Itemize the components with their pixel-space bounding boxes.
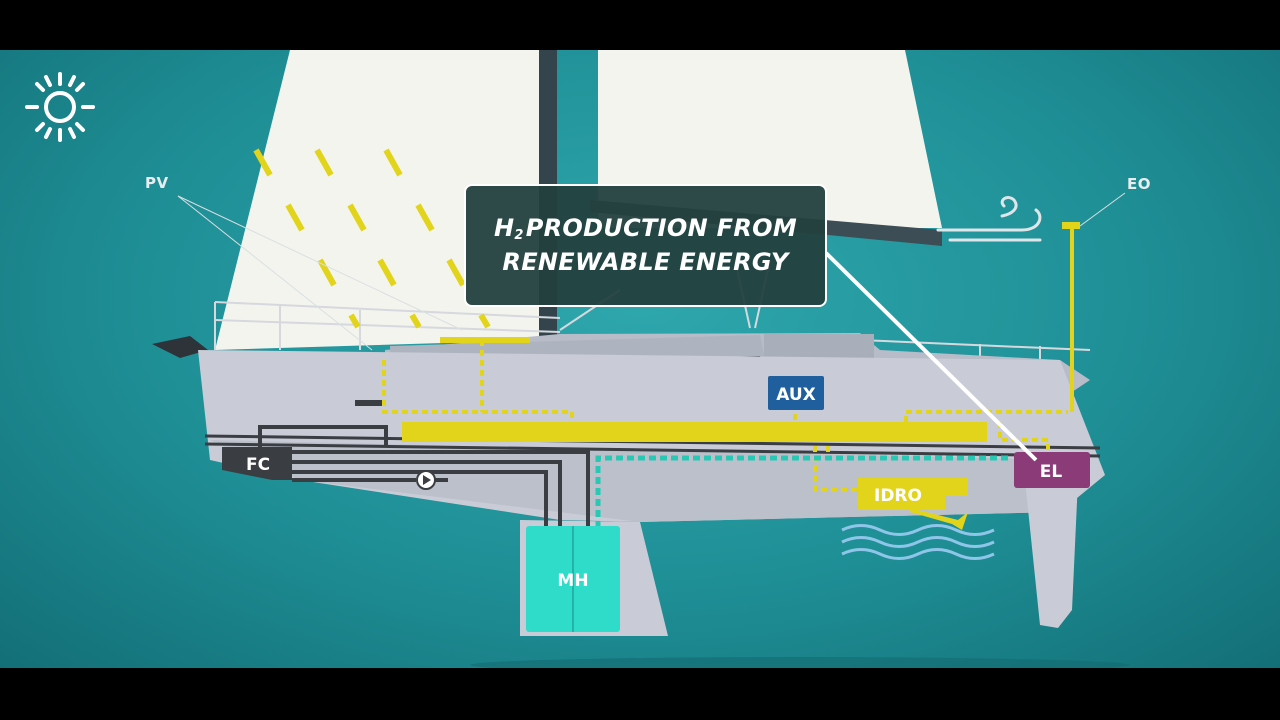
eo-label: EO (1127, 175, 1151, 193)
fc-label: FC (246, 455, 270, 475)
boat-diagram: PV EO AUX FC EL IDRO MH (25, 50, 1151, 668)
callout-prefix: H (493, 214, 515, 242)
turbine-head (1062, 222, 1080, 229)
fc-box (222, 447, 292, 480)
rudder (1025, 480, 1078, 628)
diagram-scene: PV EO AUX FC EL IDRO MH H2PRODUCTION FRO… (0, 50, 1280, 668)
letterbox-top (0, 0, 1280, 50)
wind-icon (936, 196, 1042, 242)
bow-fitting (152, 336, 208, 358)
callout-pointer (824, 251, 1038, 462)
ground-shadow (470, 657, 1130, 668)
play-icon (416, 470, 436, 490)
hydrogen-pipe (595, 455, 1012, 528)
aux-label: AUX (776, 385, 816, 405)
waves-icon (841, 524, 995, 560)
yellow-bus (402, 422, 987, 442)
pv-label: PV (145, 174, 169, 192)
yellow-conduits (382, 340, 1068, 492)
idro-label: IDRO (874, 486, 922, 506)
el-label: EL (1040, 462, 1063, 482)
h2-production-callout: H2PRODUCTION FROM RENEWABLE ENERGY (464, 184, 827, 307)
eo-leader-line (1079, 192, 1126, 227)
callout-line2: RENEWABLE ENERGY (502, 248, 789, 276)
letterbox-bottom (0, 668, 1280, 720)
idro-box (858, 478, 968, 510)
hydro-turbine (910, 508, 968, 530)
aux-box (768, 376, 824, 410)
jib-sail (598, 50, 942, 228)
pv-leader-lines (177, 195, 463, 351)
sun-icon (25, 72, 95, 142)
el-box (1014, 452, 1090, 488)
mainsail (215, 50, 545, 350)
fc-dark-pipes (258, 425, 590, 528)
callout-title: H2PRODUCTION FROM RENEWABLE ENERGY (494, 215, 797, 276)
callout-line1: PRODUCTION FROM (525, 214, 798, 242)
mh-label: MH (557, 571, 588, 591)
hull-port (355, 400, 385, 406)
callout-subscript: 2 (514, 228, 524, 243)
